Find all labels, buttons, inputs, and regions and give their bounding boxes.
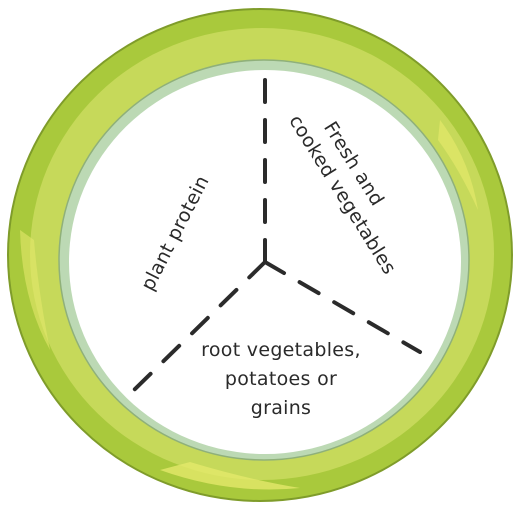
label-root-vegetables-line1: root vegetables, [201, 339, 361, 361]
label-root-vegetables-line2: potatoes or [225, 368, 337, 390]
label-root-vegetables-line3: grains [251, 397, 312, 419]
